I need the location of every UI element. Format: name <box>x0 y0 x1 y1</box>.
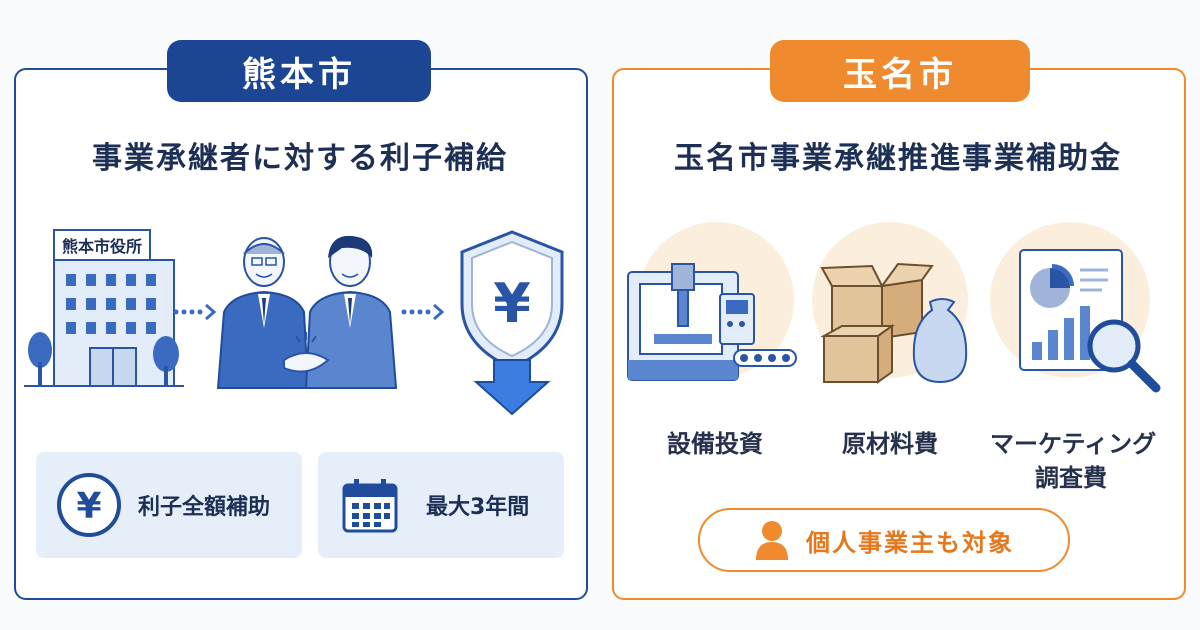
equipment-investment-label: 設備投資 <box>667 430 763 458</box>
city-hall-sign-text: 熊本市役所 <box>62 237 142 256</box>
sole-proprietor-label: 個人事業主も対象 <box>806 528 1014 557</box>
dotted-arrow-icon <box>401 303 445 321</box>
info-box-interest: ¥ 利子全額補助 <box>36 452 302 558</box>
tree-icon <box>153 336 179 386</box>
calendar-icon <box>342 479 398 533</box>
sole-proprietor-eligible-note: 個人事業主も対象 <box>698 508 1070 572</box>
max-period-label: 最大3年間 <box>426 495 530 520</box>
kumamoto-program-title: 事業承継者に対する利子補給 <box>92 141 508 176</box>
machinery-icon <box>627 263 797 381</box>
materials-icon <box>820 262 968 384</box>
interest-subsidy-label: 利子全額補助 <box>138 495 271 520</box>
marketing-label-line1: マーケティング <box>990 430 1157 458</box>
person-icon <box>756 521 788 560</box>
market-research-icon <box>1019 249 1161 393</box>
tamana-city-tag: 玉名市 <box>770 40 1030 102</box>
raw-materials-label: 原材料費 <box>842 430 938 458</box>
kumamoto-city-tag: 熊本市 <box>167 40 431 102</box>
yen-shield-icon: ¥ <box>460 230 564 416</box>
yen-coin-icon: ¥ <box>57 473 121 537</box>
svg-text:¥: ¥ <box>493 272 531 335</box>
svg-text:¥: ¥ <box>76 486 101 527</box>
handshake-icon <box>216 235 398 389</box>
tamana-program-title: 玉名市事業承継推進事業補助金 <box>674 141 1122 176</box>
marketing-label-line2: 調査費 <box>1035 464 1107 492</box>
info-box-period: 最大3年間 <box>318 452 564 558</box>
city-hall-building-icon: 熊本市役所 <box>24 229 184 387</box>
dotted-arrow-icon <box>173 303 217 321</box>
